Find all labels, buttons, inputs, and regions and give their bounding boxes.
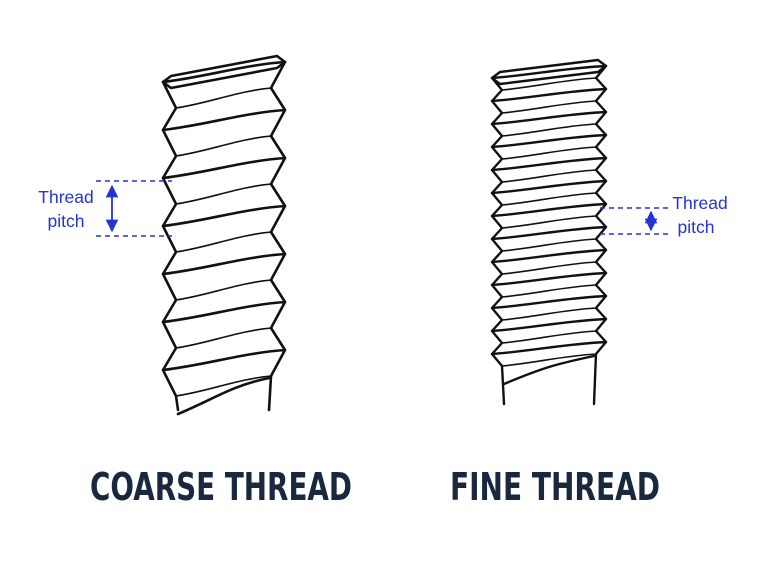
fine-thread-root (501, 353, 597, 367)
coarse-thread-root (175, 327, 272, 349)
coarse-thread-crest (161, 348, 287, 372)
fine-thread-crest (490, 87, 608, 103)
coarse-pitch-label-line1: Thread (38, 187, 93, 207)
fine-thread-crest (490, 156, 608, 172)
fine-thread-screw (490, 58, 608, 406)
fine-right-profile (592, 64, 608, 406)
coarse-thread-crest (161, 204, 287, 228)
fine-thread-root (501, 123, 597, 137)
coarse-thread-caption: COARSE THREAD (90, 465, 352, 509)
fine-thread-root (501, 169, 597, 183)
fine-left-profile (490, 76, 506, 406)
coarse-thread-crest (161, 252, 287, 276)
fine-thread-caption: FINE THREAD (450, 465, 660, 509)
fine-thread-crest (490, 317, 608, 333)
coarse-pitch-annotation: Thread pitch (38, 180, 172, 237)
fine-thread-crest (490, 225, 608, 241)
coarse-thread-root (175, 231, 272, 253)
fine-pitch-label-line1: Thread (672, 193, 727, 213)
fine-thread-root (501, 146, 597, 160)
fine-thread-crest (490, 64, 608, 80)
fine-thread-crest (490, 133, 608, 149)
coarse-right-profile (267, 60, 287, 412)
fine-thread-root (501, 307, 597, 321)
coarse-thread-root (175, 135, 272, 157)
fine-thread-root (501, 192, 597, 206)
fine-thread-root (501, 100, 597, 114)
coarse-thread-crest (161, 60, 287, 84)
coarse-thread-screw (161, 54, 287, 416)
fine-thread-root (501, 238, 597, 252)
fine-thread-crest (490, 294, 608, 310)
coarse-thread-root (175, 279, 272, 301)
fine-thread-root (501, 215, 597, 229)
fine-thread-crest (490, 110, 608, 126)
fine-thread-crest (490, 179, 608, 195)
fine-thread-root (501, 261, 597, 275)
coarse-thread-crest (161, 108, 287, 132)
coarse-thread-runout (176, 376, 271, 416)
coarse-pitch-label-line2: pitch (48, 211, 85, 231)
coarse-thread-crest (161, 300, 287, 324)
fine-thread-root (501, 77, 597, 91)
fine-pitch-annotation: Thread pitch (600, 193, 728, 237)
fine-pitch-label-line2: pitch (678, 217, 715, 237)
coarse-thread-root (175, 375, 272, 397)
fine-thread-crest (490, 271, 608, 287)
coarse-thread-root (175, 87, 272, 109)
coarse-left-profile (161, 80, 180, 412)
fine-thread-crest (490, 340, 608, 356)
fine-thread-crest (490, 202, 608, 218)
fine-thread-root (501, 330, 597, 344)
fine-thread-crest (490, 248, 608, 264)
fine-thread-root (501, 284, 597, 298)
fine-thread-runout (502, 354, 596, 386)
coarse-thread-root (175, 183, 272, 205)
coarse-thread-crest (161, 156, 287, 180)
